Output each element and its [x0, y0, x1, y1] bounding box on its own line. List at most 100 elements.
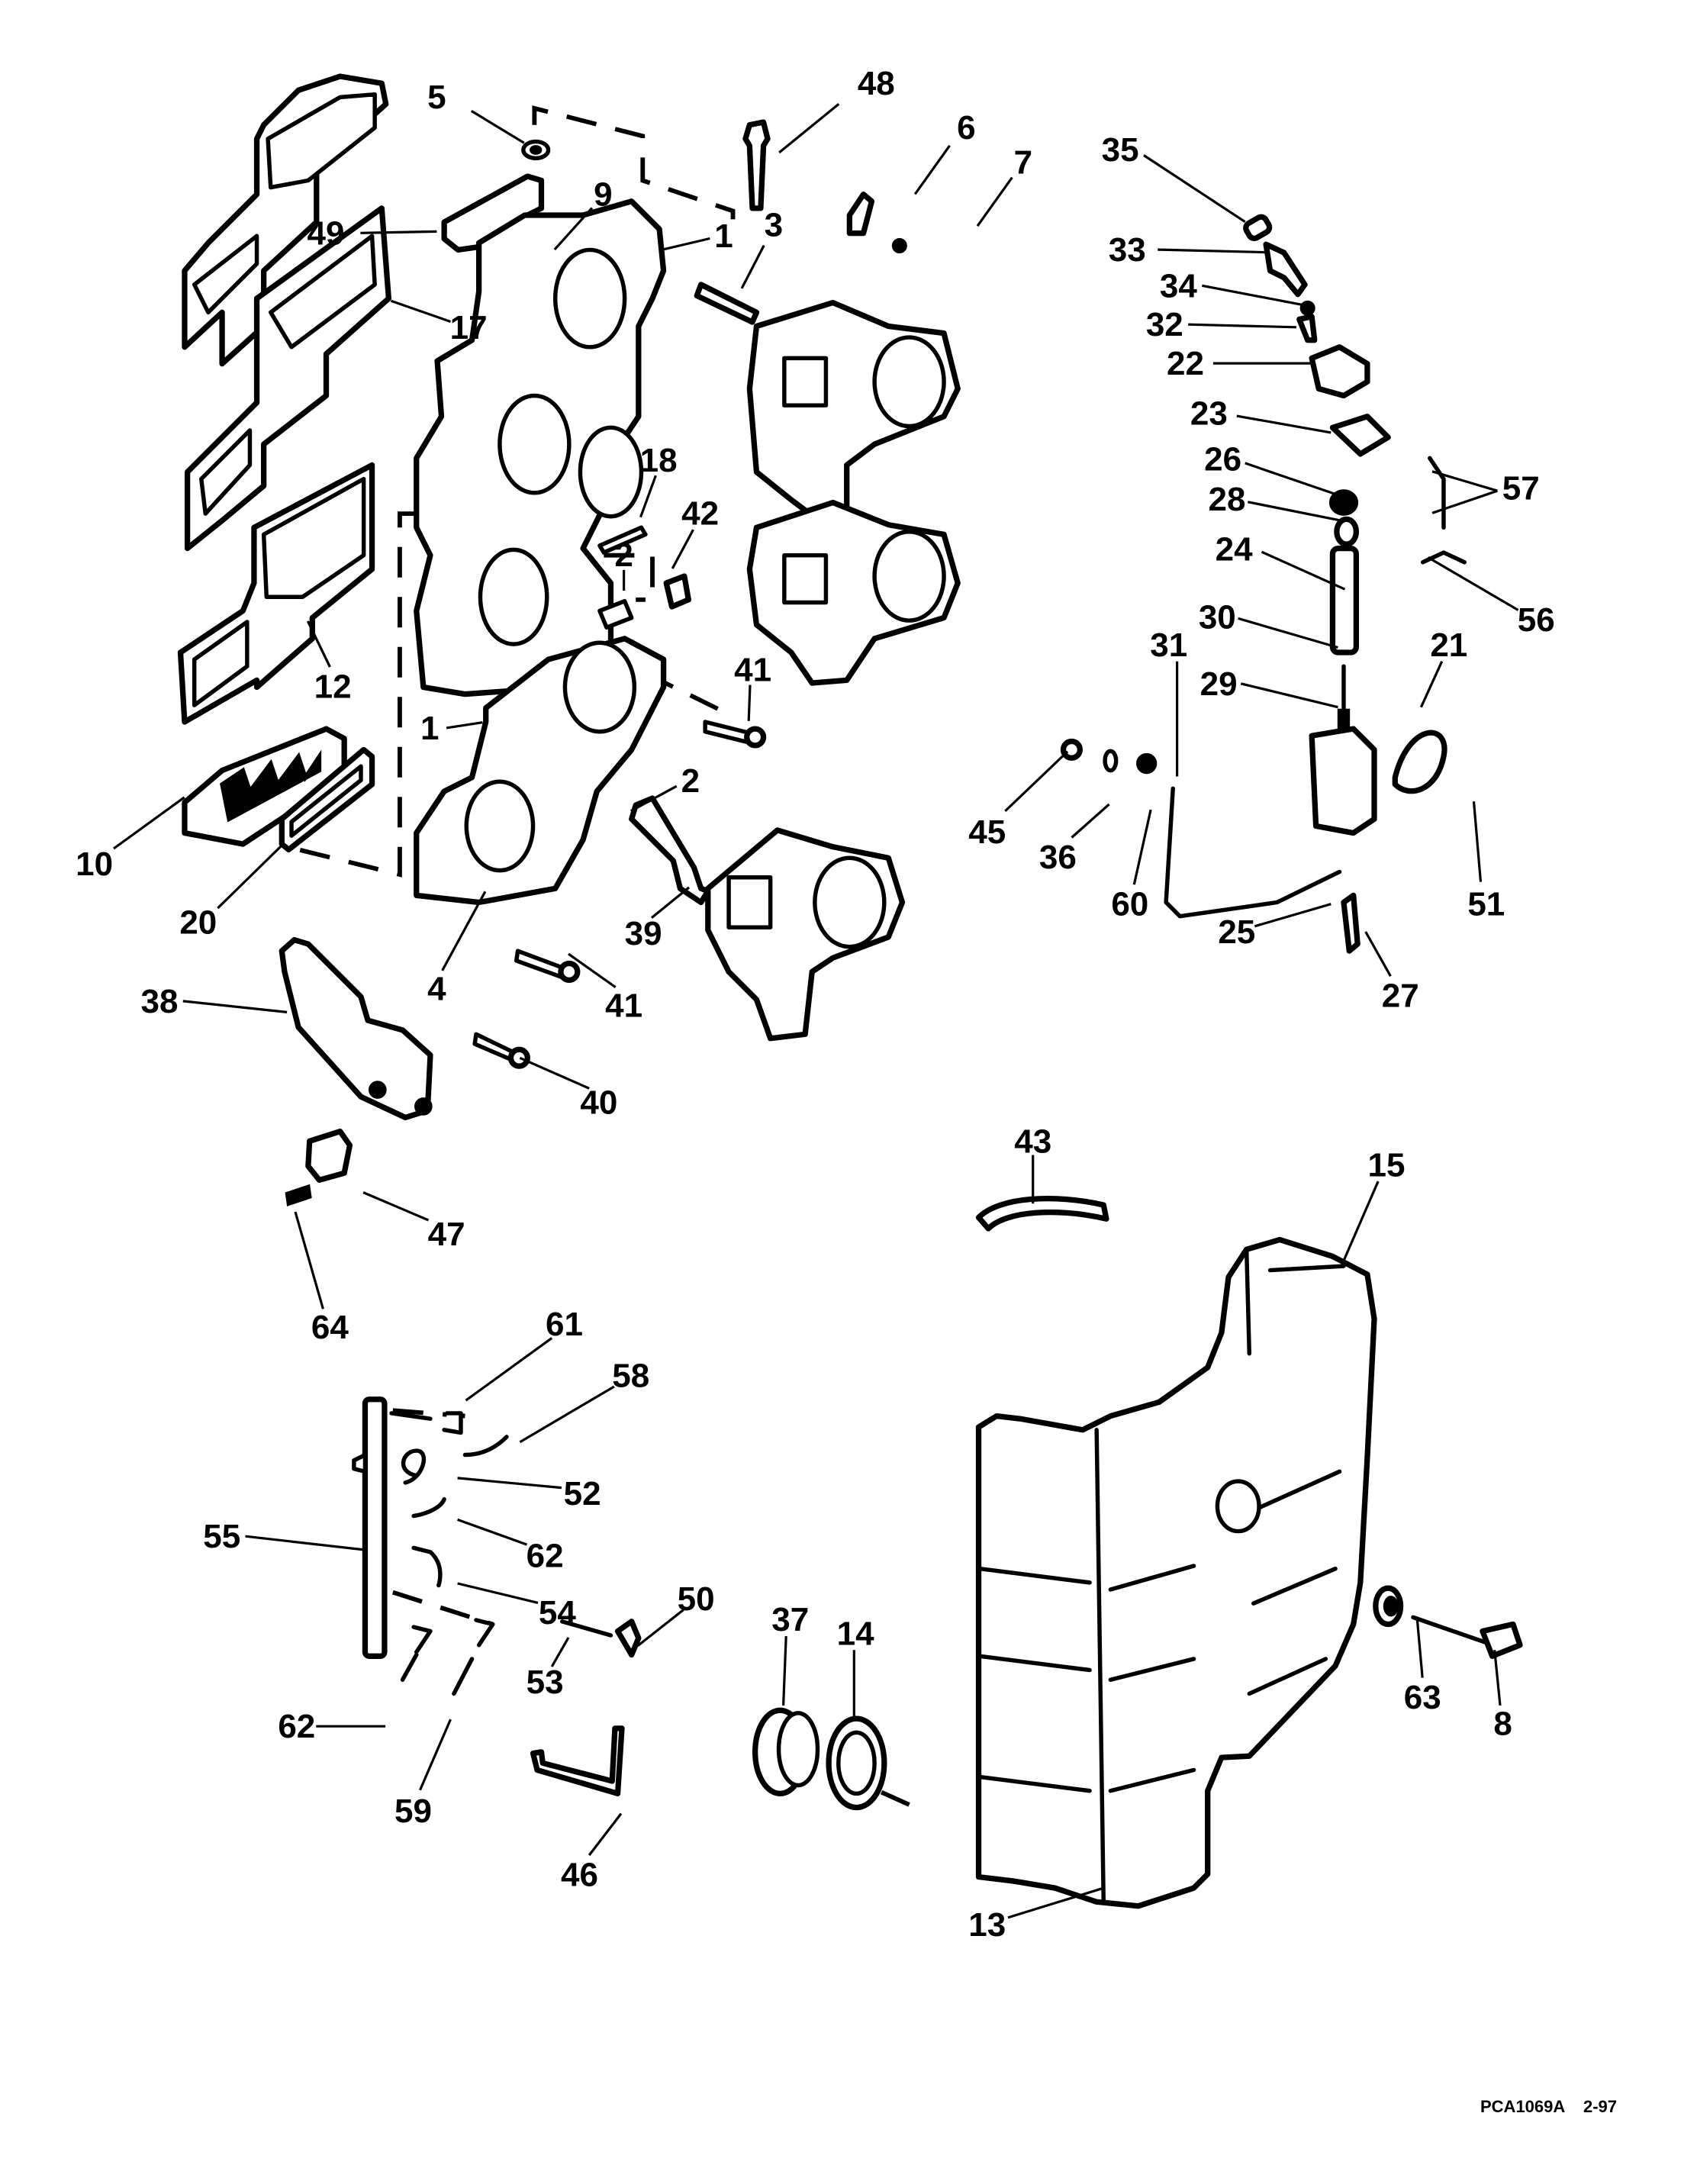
callout-label-62b: 62: [278, 1708, 315, 1745]
callout-label-1a: 1: [714, 217, 733, 255]
leader-line-40: [519, 1056, 590, 1090]
callout-label-56: 56: [1518, 601, 1555, 639]
leader-line-2b: [630, 784, 678, 813]
leader-line-27: [1364, 931, 1392, 977]
leader-line-29: [1240, 682, 1338, 709]
callout-label-6: 6: [957, 109, 975, 147]
callout-label-53: 53: [526, 1664, 564, 1701]
callout-label-24: 24: [1216, 531, 1253, 569]
leader-line-41a: [747, 685, 752, 721]
leader-line-57-1: [1431, 489, 1498, 514]
leader-line-38: [182, 1000, 288, 1013]
grommets-drawing: [752, 1585, 1523, 1811]
leader-line-26: [1245, 462, 1343, 498]
callout-label-47: 47: [428, 1216, 465, 1253]
callout-label-2a: 2: [614, 536, 633, 574]
callout-label-46: 46: [561, 1857, 598, 1894]
callout-label-4: 4: [427, 971, 446, 1008]
callout-label-52: 52: [564, 1475, 601, 1512]
part-illustrations: [177, 73, 1523, 1909]
callout-label-36: 36: [1039, 839, 1077, 876]
callout-label-29: 29: [1200, 665, 1238, 703]
leader-line-48: [778, 103, 840, 154]
leader-line-18: [639, 475, 657, 518]
leader-line-64: [294, 1211, 324, 1309]
callout-label-15: 15: [1368, 1146, 1406, 1184]
callout-label-49: 49: [308, 214, 345, 252]
callout-label-9: 9: [594, 176, 612, 213]
leader-line-42: [671, 529, 694, 569]
block-47-drawing: [285, 1129, 353, 1206]
silencer-drawing: [975, 1236, 1377, 1909]
callout-label-33: 33: [1109, 231, 1146, 269]
leader-line-63: [1415, 1616, 1424, 1678]
callout-label-58: 58: [612, 1358, 649, 1395]
callout-label-55: 55: [203, 1518, 240, 1555]
leader-line-7: [976, 176, 1013, 227]
hose-43-drawing: [975, 1196, 1109, 1232]
leader-line-46: [588, 1812, 623, 1857]
callout-label-1b: 1: [420, 710, 439, 747]
callout-label-25: 25: [1218, 913, 1255, 951]
callout-label-62a: 62: [526, 1538, 564, 1575]
carburetor-upper-drawing: [746, 299, 961, 686]
callout-label-28: 28: [1209, 481, 1246, 518]
leader-line-23: [1236, 414, 1332, 434]
callout-label-40: 40: [580, 1084, 617, 1122]
hose-39-drawing: [629, 795, 711, 906]
leader-line-21: [1419, 661, 1444, 708]
callout-label-61: 61: [546, 1306, 583, 1343]
callout-label-34: 34: [1160, 267, 1197, 304]
leader-line-20: [217, 845, 282, 910]
leader-line-33: [1158, 248, 1269, 254]
leader-line-60: [1132, 809, 1152, 885]
leader-line-1a: [662, 237, 710, 251]
callout-label-57: 57: [1502, 470, 1540, 507]
leader-line-47: [362, 1191, 430, 1222]
callout-label-5: 5: [427, 79, 446, 116]
callout-label-35: 35: [1102, 131, 1139, 169]
callout-label-10: 10: [76, 846, 113, 883]
callout-label-43: 43: [1014, 1123, 1051, 1160]
callout-label-12: 12: [314, 668, 352, 705]
callout-label-22: 22: [1167, 345, 1204, 382]
drawing-code: PCA1069A: [1480, 2097, 1565, 2116]
leader-line-55: [245, 1535, 368, 1551]
callout-label-13: 13: [968, 1906, 1006, 1944]
callout-label-45: 45: [968, 813, 1006, 851]
bolt-48-drawing: [742, 119, 771, 211]
intake-manifold-upper-drawing: [414, 198, 667, 697]
leader-line-52: [457, 1477, 562, 1490]
callout-label-27: 27: [1382, 978, 1419, 1015]
recirculation-manifold-drawing: [352, 1396, 642, 1797]
leader-line-59: [419, 1719, 452, 1791]
callout-label-63: 63: [1404, 1679, 1441, 1716]
leader-line-62a: [457, 1518, 528, 1546]
leader-line-45: [1004, 750, 1069, 813]
leader-line-24: [1261, 550, 1346, 591]
callout-label-8: 8: [1493, 1706, 1512, 1743]
callout-label-20: 20: [179, 904, 217, 941]
callout-label-14: 14: [837, 1615, 874, 1652]
leaf-plate-10-drawing: [182, 726, 347, 847]
leader-line-30: [1238, 617, 1338, 649]
callout-label-51: 51: [1467, 886, 1505, 923]
callout-label-17: 17: [450, 309, 488, 346]
callout-label-7: 7: [1014, 144, 1032, 182]
gasket-12-drawing: [177, 462, 375, 725]
leader-line-37: [782, 1636, 787, 1706]
callout-label-30: 30: [1199, 599, 1236, 636]
callout-label-41b: 41: [605, 987, 642, 1024]
leader-line-17: [390, 299, 452, 324]
callout-label-3: 3: [765, 206, 783, 243]
leader-line-1b: [446, 721, 483, 730]
leader-line-58: [519, 1385, 615, 1444]
leader-line-39: [650, 886, 691, 920]
callout-label-64: 64: [311, 1309, 349, 1346]
leader-line-61: [465, 1337, 553, 1402]
leader-line-13: [1007, 1887, 1103, 1919]
drawing-date: 2-97: [1583, 2097, 1617, 2116]
leader-line-34: [1201, 284, 1304, 307]
clip-6-drawing: [846, 192, 907, 254]
